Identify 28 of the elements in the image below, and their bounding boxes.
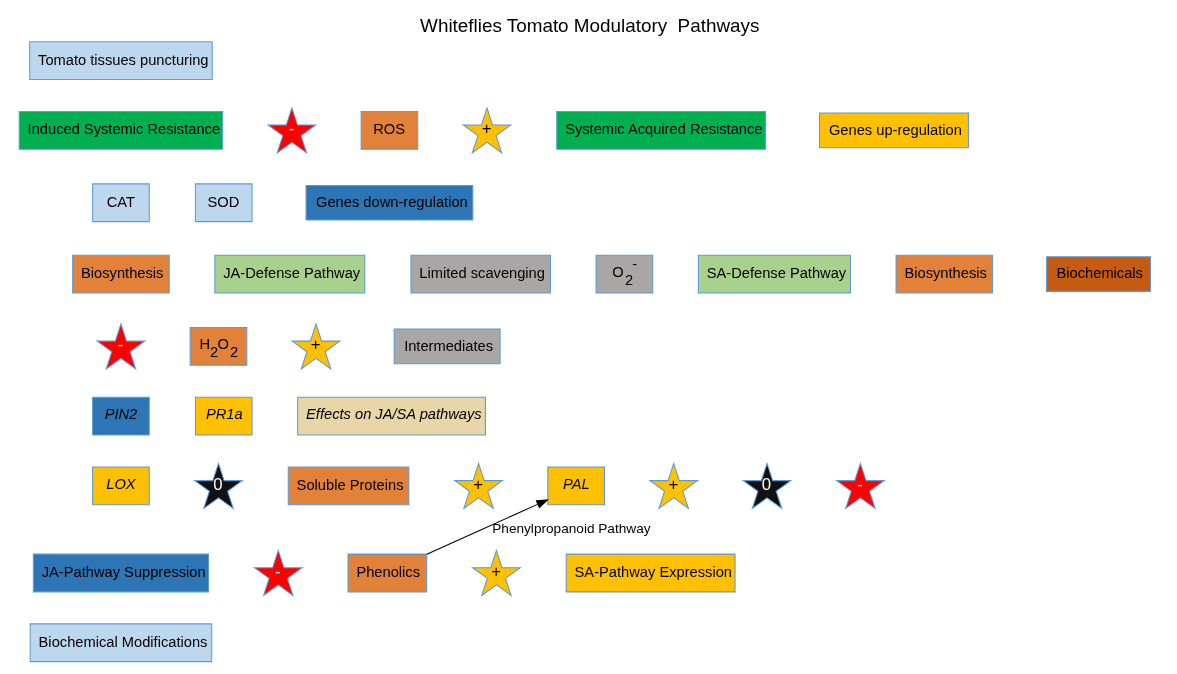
node-box: Effects on JA/SA pathways xyxy=(296,396,486,436)
node-box: Phenolics xyxy=(347,553,427,593)
node-box: SOD xyxy=(194,183,253,223)
node-box: Tomato tissues puncturing xyxy=(28,41,213,81)
node-box: PIN2 xyxy=(91,396,150,436)
node-box: Biochemical Modifications xyxy=(29,623,212,663)
node-box: JA-Pathway Suppression xyxy=(32,553,209,593)
legend-label: Biochemicals xyxy=(1056,265,1143,282)
node-box: Biosynthesis xyxy=(895,254,993,294)
node-box: JA-Defense Pathway xyxy=(213,254,365,294)
legend-label: Genes down-regulation xyxy=(315,194,468,211)
node-box: CAT xyxy=(91,183,150,223)
edge-label: Phenylpropanoid Pathway xyxy=(491,521,651,537)
node-box: LOX xyxy=(91,466,150,506)
node-box: SA-Defense Pathway xyxy=(697,254,851,294)
node-box: Systemic Acquired Resistance xyxy=(555,110,766,150)
node-box: Limited scavenging xyxy=(409,254,551,294)
node-box: PR1a xyxy=(194,396,253,436)
node-box: Biosynthesis xyxy=(71,254,170,294)
legend-label: Intermediates xyxy=(403,337,493,354)
diagram-title: Whiteflies Tomato Modulatory Pathways xyxy=(419,14,759,36)
node-box: PAL xyxy=(546,466,605,506)
node-box: Soluble Proteins xyxy=(287,466,409,506)
arrow xyxy=(425,499,549,555)
legend-label: Genes up-regulation xyxy=(828,121,962,138)
node-box: Induced Systemic Resistance xyxy=(18,110,223,150)
node-box: ROS xyxy=(360,110,418,150)
node-box: SA-Pathway Expression xyxy=(565,553,736,593)
